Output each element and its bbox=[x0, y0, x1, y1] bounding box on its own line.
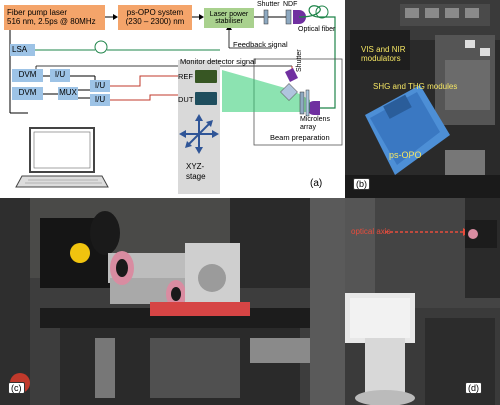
laser-power-stabiliser-box: Laser power stabiliser bbox=[204, 8, 254, 28]
iu-box-2: I/U bbox=[90, 80, 110, 92]
microlens-array-label: Microlens array bbox=[300, 116, 330, 131]
panel-a-tag: (a) bbox=[310, 178, 323, 189]
vis-nir-modulators-label: VIS and NIR modulators bbox=[361, 45, 423, 64]
panel-b-photo: VIS and NIR modulators SHG and THG modul… bbox=[345, 0, 500, 198]
panel-c-tag: (c) bbox=[8, 382, 25, 394]
ref-label: REF bbox=[178, 72, 193, 81]
fiber-pump-laser-box: Fiber pump laser 516 nm, 2.5ps @ 80MHz bbox=[4, 5, 105, 30]
iu-1-label: I/U bbox=[54, 70, 66, 80]
dut-label: DUT bbox=[178, 95, 194, 104]
stage-label-2: stage bbox=[186, 172, 206, 181]
optical-fiber-label: Optical fiber bbox=[298, 26, 336, 33]
optical-axis-label: optical axis bbox=[351, 227, 391, 236]
dvm-box-2: DVM bbox=[12, 87, 43, 100]
dvm-1-label: DVM bbox=[18, 70, 37, 80]
shutter-top-label: Shutter bbox=[257, 1, 280, 8]
panel-b-tag: (b) bbox=[353, 178, 370, 190]
iu-box-3: I/U bbox=[90, 94, 110, 106]
mux-label: MUX bbox=[59, 88, 77, 98]
lsa-box: LSA bbox=[10, 44, 35, 56]
iu-2-label: I/U bbox=[94, 80, 106, 90]
panel-a-schematic: Fiber pump laser 516 nm, 2.5ps @ 80MHz p… bbox=[0, 0, 345, 198]
panel-b-photo-art bbox=[345, 0, 500, 198]
ps-opo-system-box: ps-OPO system (230 – 2300) nm bbox=[118, 5, 192, 30]
panel-d-photo-art bbox=[345, 198, 500, 405]
monitor-signal-label: Monitor detector signal bbox=[180, 57, 256, 66]
shutter-side-label: Shutter bbox=[296, 49, 303, 72]
panel-c-photo: (c) bbox=[0, 198, 345, 405]
panel-d-photo: optical axis (d) bbox=[345, 198, 500, 405]
ps-opo-label: ps-OPO bbox=[389, 150, 422, 160]
stage-label-1: XYZ- bbox=[186, 162, 205, 171]
stabiliser-label: Laser power stabiliser bbox=[209, 10, 249, 25]
shg-thg-label: SHG and THG modules bbox=[373, 82, 458, 91]
beam-preparation-label: Beam preparation bbox=[270, 133, 330, 142]
panel-d-tag: (d) bbox=[465, 382, 482, 394]
dvm-2-label: DVM bbox=[18, 88, 37, 98]
iu-box-1: I/U bbox=[50, 69, 70, 82]
ndf-label: NDF bbox=[283, 1, 298, 8]
schematic-lines bbox=[9, 5, 343, 194]
panel-c-photo-art bbox=[0, 198, 345, 405]
laser-spec: 516 nm, 2.5ps @ 80MHz bbox=[7, 16, 96, 26]
opo-title: ps-OPO system bbox=[126, 8, 184, 18]
lsa-label: LSA bbox=[12, 44, 28, 54]
mux-box: MUX bbox=[58, 87, 78, 100]
feedback-signal-label: Feedback signal bbox=[233, 40, 288, 49]
vis-nir-modulators-text: VIS and NIR modulators bbox=[361, 45, 406, 63]
laser-title: Fiber pump laser bbox=[7, 8, 68, 18]
iu-3-label: I/U bbox=[94, 94, 106, 104]
opo-range: (230 – 2300) nm bbox=[125, 16, 185, 26]
dvm-box-1: DVM bbox=[12, 69, 43, 82]
